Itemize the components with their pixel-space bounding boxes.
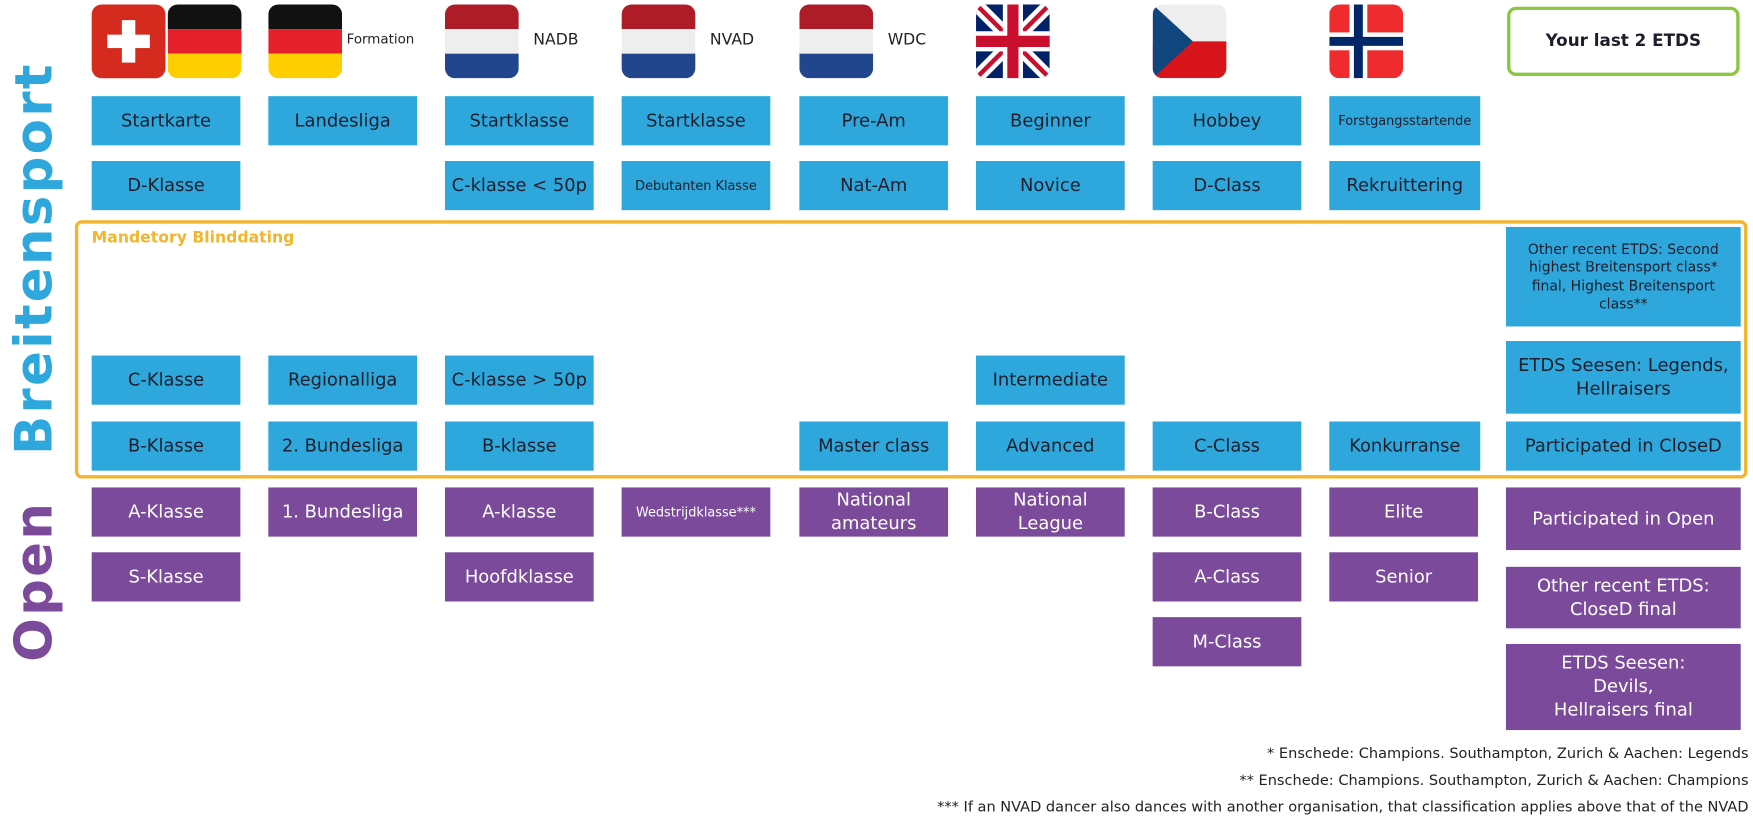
etds-title: Your last 2 ETDS bbox=[1507, 6, 1740, 77]
open-class: Senior bbox=[1329, 552, 1478, 602]
etds-other-recent-breiten: Other recent ETDS: Second highest Breite… bbox=[1505, 226, 1741, 327]
open-class: S-Klasse bbox=[91, 552, 241, 602]
open-class: National amateurs bbox=[799, 487, 949, 537]
etds-open: Participated in Open bbox=[1505, 487, 1741, 551]
breitensport-class: Regionalliga bbox=[268, 355, 418, 405]
breitensport-class: C-Klasse bbox=[91, 355, 241, 405]
etds-seesen-devils: ETDS Seesen: Devils, Hellraisers final bbox=[1505, 643, 1741, 731]
breitensport-class: Forstgangsstartende bbox=[1329, 96, 1481, 146]
breitensport-class: Pre-Am bbox=[799, 96, 949, 146]
open-class: Elite bbox=[1329, 487, 1478, 537]
footnote-3: *** If an NVAD dancer also dances with a… bbox=[937, 799, 1749, 816]
norway-flag-icon bbox=[1329, 4, 1404, 79]
breitensport-class: Advanced bbox=[976, 421, 1125, 471]
open-label: Open bbox=[3, 500, 64, 662]
breitensport-class: Debutanten Klasse bbox=[621, 160, 771, 211]
breitensport-class: B-Klasse bbox=[91, 421, 241, 471]
blinddating-label: Mandetory Blinddating bbox=[91, 229, 295, 248]
footnote-1: * Enschede: Champions. Southampton, Zuri… bbox=[1267, 745, 1749, 763]
open-class: Hoofdklasse bbox=[444, 552, 594, 602]
etds-closed: Participated in CloseD bbox=[1505, 421, 1741, 471]
dutch-flag-icon bbox=[799, 4, 874, 79]
breitensport-class: B-klasse bbox=[444, 421, 594, 471]
swiss-flag-icon bbox=[91, 4, 166, 79]
open-class: 1. Bundesliga bbox=[268, 487, 418, 537]
open-class: A-klasse bbox=[444, 487, 594, 537]
etds-other-recent-closed: Other recent ETDS: CloseD final bbox=[1505, 566, 1741, 629]
organisation-label: NVAD bbox=[709, 31, 755, 50]
breitensport-class: Master class bbox=[799, 421, 949, 471]
breitensport-class: D-Class bbox=[1152, 160, 1302, 211]
breitensport-class: Landesliga bbox=[268, 96, 418, 146]
breitensport-class: C-klasse < 50p bbox=[444, 160, 594, 211]
breitensport-class: Rekruittering bbox=[1329, 160, 1481, 211]
breitensport-class: Startklasse bbox=[444, 96, 594, 146]
german-flag-icon bbox=[268, 4, 343, 79]
breitensport-class: Hobbey bbox=[1152, 96, 1302, 146]
breitensport-class: Intermediate bbox=[976, 355, 1125, 405]
open-class: M-Class bbox=[1152, 617, 1302, 667]
dutch-flag-icon bbox=[621, 4, 696, 79]
footnote-2: ** Enschede: Champions. Southampton, Zur… bbox=[1239, 772, 1749, 790]
breitensport-class: Nat-Am bbox=[799, 160, 949, 211]
organisation-label: Formation bbox=[346, 31, 415, 47]
blinddating-frame bbox=[74, 220, 1748, 479]
czech-flag-icon bbox=[1152, 4, 1227, 79]
organisation-label: NADB bbox=[533, 31, 579, 50]
open-class: B-Class bbox=[1152, 487, 1302, 537]
breitensport-class: C-Class bbox=[1152, 421, 1302, 471]
open-class: A-Class bbox=[1152, 552, 1302, 602]
german-flag-icon bbox=[167, 4, 242, 79]
breitensport-class: Konkurranse bbox=[1329, 421, 1481, 471]
open-class: A-Klasse bbox=[91, 487, 241, 537]
open-class: Wedstrijdklasse*** bbox=[621, 487, 771, 537]
breitensport-class: D-Klasse bbox=[91, 160, 241, 211]
dutch-flag-icon bbox=[444, 4, 519, 79]
etds-seesen-legends: ETDS Seesen: Legends, Hellraisers bbox=[1505, 340, 1741, 414]
breitensport-label: Breitensport bbox=[3, 62, 64, 456]
breitensport-class: Novice bbox=[976, 160, 1125, 211]
open-class: National League bbox=[976, 487, 1125, 537]
breitensport-class: Beginner bbox=[976, 96, 1125, 146]
breitensport-class: C-klasse > 50p bbox=[444, 355, 594, 405]
breitensport-class: 2. Bundesliga bbox=[268, 421, 418, 471]
uk-flag-icon bbox=[976, 4, 1050, 79]
breitensport-class: Startkarte bbox=[91, 96, 241, 146]
breitensport-class: Startklasse bbox=[621, 96, 771, 146]
organisation-label: WDC bbox=[887, 31, 927, 50]
